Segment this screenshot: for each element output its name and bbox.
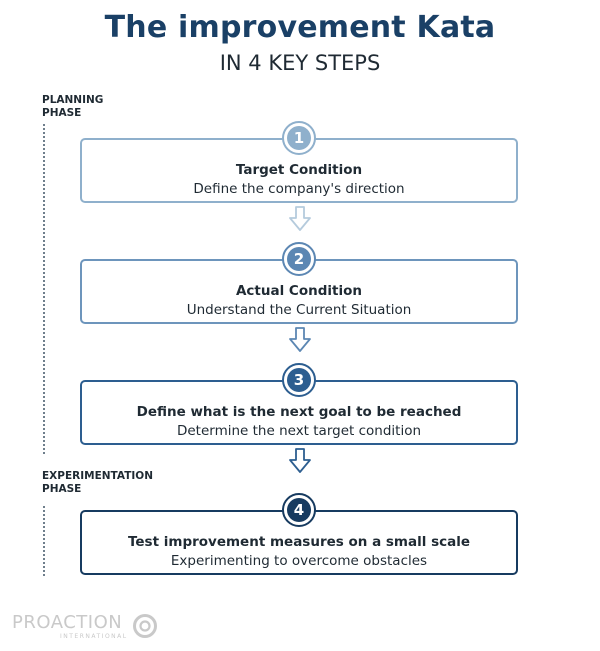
planning-phase-line-1: PLANNING — [42, 94, 104, 106]
step-1-number: 1 — [287, 126, 311, 150]
arrow-down-icon — [289, 206, 311, 231]
company-logo-text: PROACTION — [12, 612, 123, 633]
step-2-description: Understand the Current Situation — [186, 302, 412, 318]
diagram-title: The improvement Kata — [104, 10, 496, 45]
step-1-badge: 1 — [282, 121, 316, 155]
step-1-description: Define the company's direction — [193, 181, 405, 197]
step-3-number: 3 — [287, 368, 311, 392]
step-3-badge: 3 — [282, 363, 316, 397]
planning-phase-label: PLANNING PHASE — [42, 94, 103, 120]
step-3-title: Define what is the next goal to be reach… — [136, 404, 462, 420]
diagram-subtitle: IN 4 KEY STEPS — [219, 51, 381, 75]
company-logo-tagline: INTERNATIONAL — [60, 633, 128, 640]
logo-mark-icon — [133, 614, 157, 638]
step-4-badge: 4 — [282, 493, 316, 527]
experimentation-phase-divider — [43, 506, 45, 576]
step-4-number: 4 — [287, 498, 311, 522]
experimentation-phase-line-2: PHASE — [42, 483, 82, 495]
step-2-title: Actual Condition — [235, 283, 362, 299]
planning-phase-line-2: PHASE — [42, 107, 82, 119]
step-3-description: Determine the next target condition — [176, 423, 422, 439]
experimentation-phase-line-1: EXPERIMENTATION — [42, 470, 153, 482]
step-2-number: 2 — [287, 247, 311, 271]
step-1-title: Target Condition — [235, 162, 363, 178]
step-2-badge: 2 — [282, 242, 316, 276]
arrow-down-icon — [289, 448, 311, 473]
step-4-description: Experimenting to overcome obstacles — [170, 553, 428, 569]
experimentation-phase-label: EXPERIMENTATION PHASE — [42, 470, 153, 496]
planning-phase-divider — [43, 124, 45, 454]
arrow-down-icon — [289, 327, 311, 352]
step-4-title: Test improvement measures on a small sca… — [127, 534, 470, 550]
